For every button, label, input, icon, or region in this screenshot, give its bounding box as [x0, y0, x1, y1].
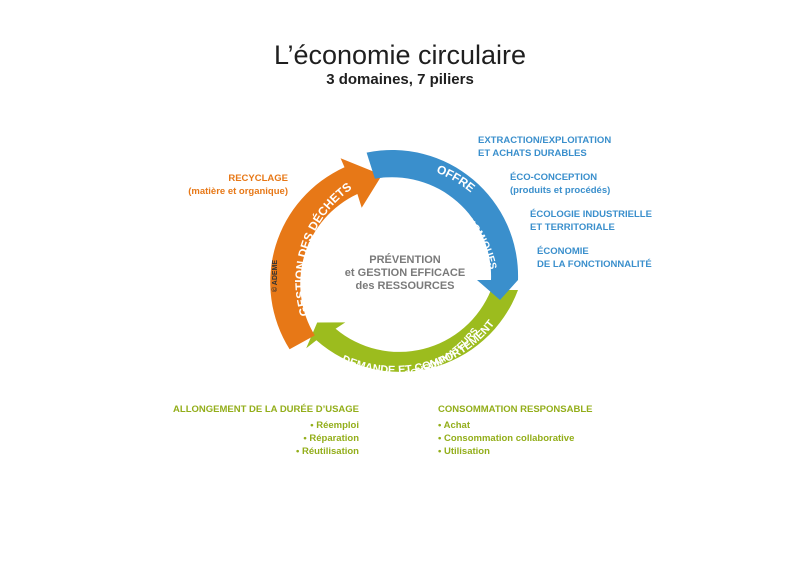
center-line-3: des RESSOURCES: [355, 280, 454, 292]
pillar-recyclage: RECYCLAGE (matière et organique): [188, 172, 288, 198]
pillar-ecologie-industrielle: ÉCOLOGIE INDUSTRIELLE ET TERRITORIALE: [530, 208, 652, 234]
offre-subtitle: des ACTEURS ÉCONOMIQUES: [0, 0, 498, 271]
diagram-subtitle: 3 domaines, 7 piliers: [326, 71, 474, 88]
consommation-item: • Achat: [438, 420, 471, 431]
pillar-extraction: EXTRACTION/EXPLOITATION ET ACHATS DURABL…: [478, 134, 611, 160]
allongement-item: • Réparation: [303, 433, 359, 444]
extraction-line-1: EXTRACTION/EXPLOITATION: [478, 135, 612, 146]
consommation-item: • Consommation collaborative: [438, 433, 575, 444]
ademe-credit: © ADEME: [271, 260, 279, 292]
pillar-allongement: ALLONGEMENT DE LA DURÉE D’USAGE • Réempl…: [173, 403, 359, 458]
allongement-title: ALLONGEMENT DE LA DURÉE D’USAGE: [173, 404, 359, 415]
dechets-arc: [270, 158, 382, 350]
recyclage-detail: (matière et organique): [188, 186, 288, 197]
allongement-item: • Réutilisation: [296, 446, 359, 457]
economie-line-1: ÉCONOMIE: [537, 246, 589, 257]
pillar-eco-conception: ÉCO-CONCEPTION (produits et procédés): [510, 171, 610, 197]
recyclage-title: RECYCLAGE: [228, 173, 288, 184]
diagram-title: L’économie circulaire: [273, 40, 527, 70]
center-line-2: et GESTION EFFICACE: [345, 267, 465, 279]
pillar-consommation-responsable: CONSOMMATION RESPONSABLE • Achat • Conso…: [438, 403, 592, 458]
eco-conception-line-2: (produits et procédés): [510, 185, 611, 196]
demande-arc: [306, 290, 518, 372]
consommation-title: CONSOMMATION RESPONSABLE: [438, 404, 593, 415]
pillar-economie-fonctionnalite: ÉCONOMIE DE LA FONCTIONNALITÉ: [537, 245, 652, 271]
ecologie-line-2: ET TERRITORIALE: [530, 222, 615, 233]
economie-line-2: DE LA FONCTIONNALITÉ: [537, 259, 652, 270]
offre-arc: [366, 150, 519, 300]
allongement-item: • Réemploi: [310, 420, 359, 431]
center-line-1: PRÉVENTION: [369, 253, 441, 266]
consommation-item: • Utilisation: [438, 446, 490, 457]
ecologie-line-1: ÉCOLOGIE INDUSTRIELLE: [530, 209, 652, 220]
eco-conception-line-1: ÉCO-CONCEPTION: [510, 172, 598, 183]
extraction-line-2: ET ACHATS DURABLES: [478, 148, 587, 159]
